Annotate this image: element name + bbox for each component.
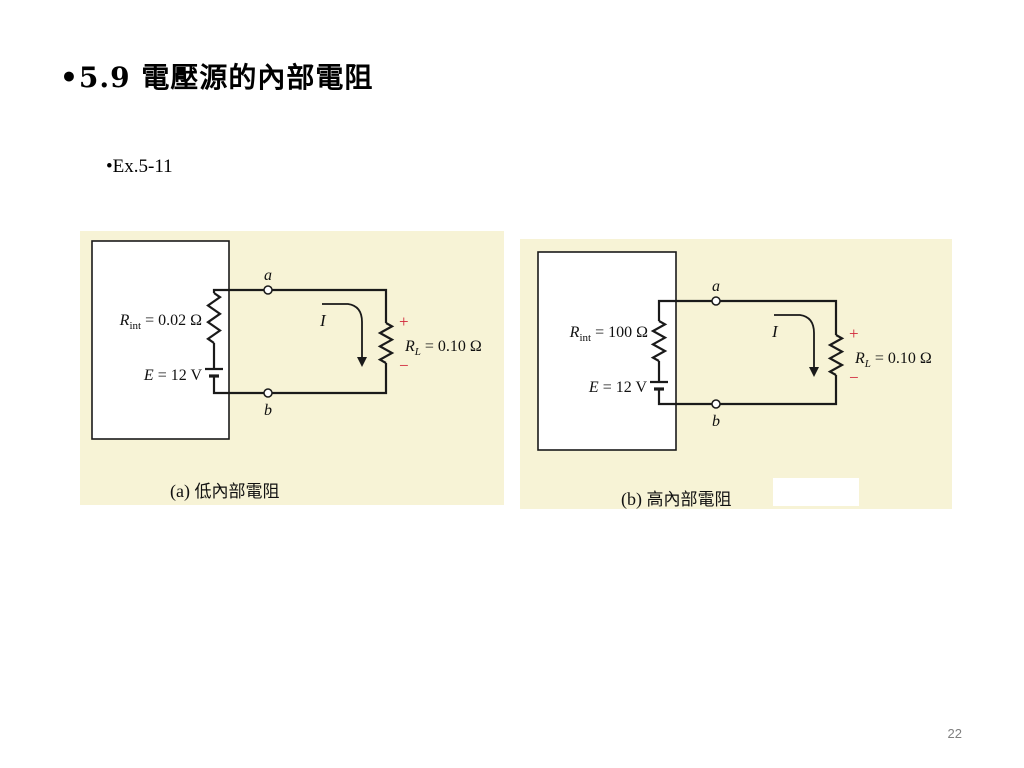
wire [720, 299, 838, 335]
source-voltage-label: E = 12 V [143, 367, 203, 384]
circuit-figure-b: a b I + − Rint = 100 Ω E = 12 V RL = 0.10 Ω (b) … [520, 239, 952, 509]
wire [720, 375, 838, 406]
internal-resistance-label: Rint = 0.02 Ω [119, 312, 202, 332]
minus-sign: − [849, 368, 859, 387]
node-label-b: b [712, 413, 720, 430]
load-resistor-symbol [827, 334, 845, 376]
current-label: I [319, 311, 327, 330]
load-resistance-label: RL = 0.10 Ω [854, 350, 932, 370]
plus-sign: + [399, 312, 409, 331]
minus-sign: − [399, 356, 409, 375]
current-arrowhead [357, 357, 367, 367]
node-label-b: b [264, 402, 272, 419]
wire [272, 288, 388, 323]
wire [272, 363, 388, 395]
current-label: I [771, 322, 779, 341]
wire [657, 299, 712, 321]
internal-resistance-label: Rint = 100 Ω [569, 324, 648, 344]
internal-resistor-symbol [206, 292, 222, 344]
node-label-a: a [712, 278, 720, 295]
figure-caption: (a) 低內部電阻 [170, 481, 279, 502]
current-arrow [774, 314, 815, 369]
terminal-a [711, 296, 721, 306]
node-label-a: a [264, 267, 272, 284]
circuit-figure-a: a b I + − Rint = 0.02 Ω E = 12 V RL = 0.10 Ω (a)… [80, 231, 504, 505]
internal-resistor-symbol [650, 320, 668, 362]
page-number: 22 [947, 726, 962, 741]
wire [657, 389, 712, 406]
slide-title: •5.9 電壓源的內部電阻 [60, 61, 374, 94]
source-box [91, 240, 230, 440]
plus-sign: + [849, 324, 859, 343]
circuit-diagram-a: a b I + − Rint = 0.02 Ω E = 12 V RL = 0.10 Ω (a)… [91, 240, 482, 502]
figure-caption: (b) 高內部電阻 [621, 489, 732, 509]
source-box [537, 251, 677, 451]
source-voltage-label: E = 12 V [588, 379, 648, 396]
wire [212, 288, 264, 293]
current-arrow [322, 303, 363, 359]
load-resistor-symbol [377, 322, 395, 364]
terminal-a [263, 285, 273, 295]
circuit-diagram-b: a b I + − Rint = 100 Ω E = 12 V RL = 0.10 Ω (b) … [537, 251, 932, 509]
example-bullet: •Ex.5-11 [106, 156, 173, 177]
wire [212, 376, 264, 395]
terminal-b [711, 399, 721, 409]
white-patch [773, 478, 859, 506]
terminal-b [263, 388, 273, 398]
current-arrowhead [809, 367, 819, 377]
load-resistance-label: RL = 0.10 Ω [404, 338, 482, 358]
